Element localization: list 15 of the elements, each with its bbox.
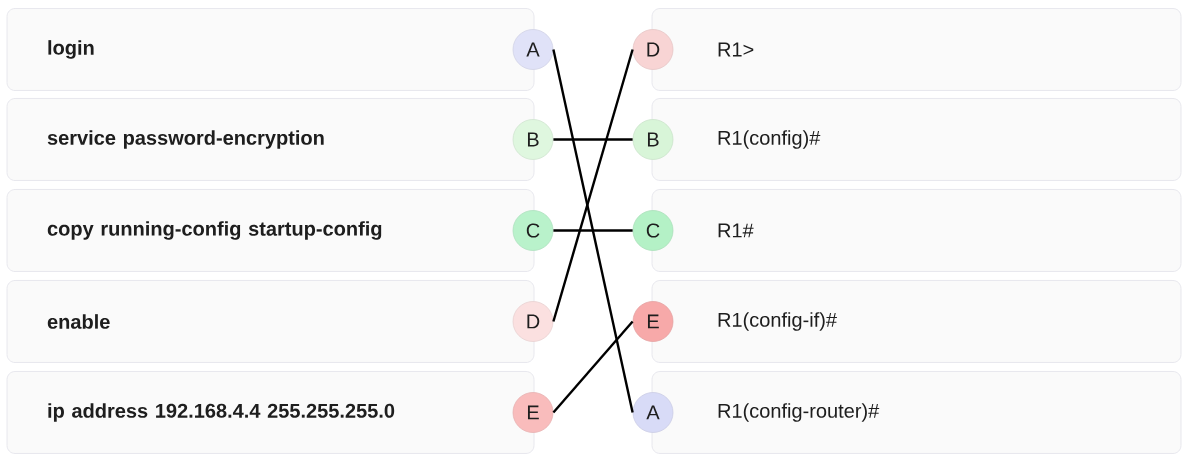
connector-line — [552, 49, 634, 322]
letter-badge: C — [512, 210, 554, 251]
letter-badge: D — [632, 29, 674, 70]
connector-line — [553, 229, 633, 232]
letter-badge: E — [512, 392, 554, 433]
connector-line — [552, 49, 634, 413]
letter-badge: C — [632, 210, 674, 251]
letter-badge: A — [512, 29, 554, 70]
letter-badge: D — [512, 301, 554, 342]
letter-badge: B — [512, 119, 554, 160]
connector-line — [553, 138, 633, 141]
letter-badge: E — [632, 301, 674, 342]
letter-badge: B — [632, 119, 674, 160]
connector-line — [552, 320, 634, 414]
letter-badge: A — [632, 392, 674, 433]
